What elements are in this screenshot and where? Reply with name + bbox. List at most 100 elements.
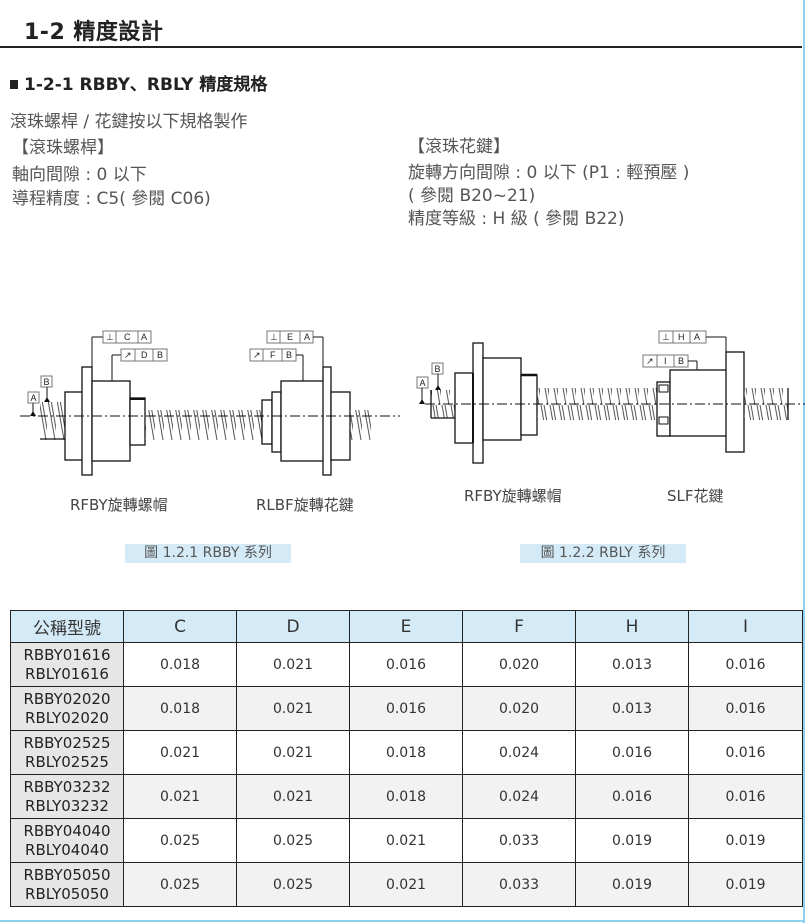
svg-text:B: B <box>157 350 163 360</box>
column-header: I <box>688 610 803 643</box>
title-divider <box>0 46 802 48</box>
svg-text:↗: ↗ <box>124 350 132 360</box>
section-heading: 1-2-1 RBBY、RBLY 精度規格 <box>10 70 267 95</box>
svg-text:↗: ↗ <box>253 350 261 360</box>
value-cell: 0.016 <box>688 730 803 775</box>
ball-spline-heading: 【滾珠花鍵】 <box>408 137 510 157</box>
svg-text:↗: ↗ <box>646 356 654 366</box>
figure-caption: 圖 1.2.2 RBLY 系列 <box>520 544 686 563</box>
svg-text:D: D <box>141 350 148 360</box>
value-cell: 0.021 <box>123 730 237 775</box>
value-cell: 0.021 <box>236 730 350 775</box>
ball-spline-spec: 【滾珠花鍵】 旋轉方向間隙 : 0 以下 (P1 : 輕預壓 ) ( 參閱 B2… <box>408 136 689 231</box>
svg-text:H: H <box>678 332 685 342</box>
value-cell: 0.016 <box>349 642 463 687</box>
value-cell: 0.018 <box>123 642 237 687</box>
value-cell: 0.021 <box>349 862 463 907</box>
value-cell: 0.016 <box>688 774 803 819</box>
svg-text:C: C <box>124 332 131 342</box>
ball-screw-line: 導程精度 : C5( 參閱 C06) <box>12 189 211 209</box>
value-cell: 0.016 <box>575 730 689 775</box>
value-cell: 0.025 <box>236 862 350 907</box>
value-cell: 0.021 <box>236 774 350 819</box>
ball-spline-line: ( 參閱 B20~21) <box>408 186 536 206</box>
rlbf-label: RLBF旋轉花鍵 <box>256 496 354 514</box>
column-header: D <box>236 610 350 643</box>
square-bullet-icon <box>10 80 18 89</box>
value-cell: 0.019 <box>575 862 689 907</box>
svg-text:A: A <box>694 332 700 342</box>
value-cell: 0.024 <box>462 774 576 819</box>
value-cell: 0.024 <box>462 730 576 775</box>
table-header-row: 公稱型號 C D E F H I <box>10 610 803 643</box>
value-cell: 0.019 <box>575 818 689 863</box>
column-header: H <box>575 610 689 643</box>
intro-text: 滾珠螺桿 / 花鍵按以下規格製作 <box>10 112 248 132</box>
svg-text:A: A <box>31 393 37 403</box>
page-frame-right-border <box>803 0 805 923</box>
figure-caption: 圖 1.2.1 RBBY 系列 <box>125 544 291 563</box>
column-header: C <box>123 610 237 643</box>
value-cell: 0.025 <box>236 818 350 863</box>
svg-text:⊥: ⊥ <box>270 332 278 342</box>
section-heading-text: 1-2-1 RBBY、RBLY 精度規格 <box>24 75 268 95</box>
column-header: F <box>462 610 576 643</box>
svg-text:E: E <box>287 332 293 342</box>
value-cell: 0.033 <box>462 818 576 863</box>
value-cell: 0.020 <box>462 642 576 687</box>
value-cell: 0.018 <box>123 686 237 731</box>
value-cell: 0.013 <box>575 686 689 731</box>
svg-text:B: B <box>44 377 50 387</box>
page-frame-bottom-border <box>0 920 805 922</box>
svg-text:A: A <box>420 378 426 388</box>
svg-text:B: B <box>435 364 441 374</box>
value-cell: 0.018 <box>349 730 463 775</box>
value-cell: 0.025 <box>123 818 237 863</box>
column-header: 公稱型號 <box>10 610 124 643</box>
value-cell: 0.016 <box>575 774 689 819</box>
column-header: E <box>349 610 463 643</box>
svg-text:B: B <box>286 350 292 360</box>
ball-spline-line: 旋轉方向間隙 : 0 以下 (P1 : 輕預壓 ) <box>408 163 690 183</box>
svg-text:A: A <box>141 332 147 342</box>
value-cell: 0.018 <box>349 774 463 819</box>
value-cell: 0.021 <box>236 642 350 687</box>
svg-text:⊥: ⊥ <box>106 332 114 342</box>
value-cell: 0.025 <box>123 862 237 907</box>
rfby-label: RFBY旋轉螺帽 <box>70 496 168 514</box>
slf-label: SLF花鍵 <box>667 487 724 505</box>
value-cell: 0.016 <box>688 686 803 731</box>
value-cell: 0.020 <box>462 686 576 731</box>
value-cell: 0.016 <box>349 686 463 731</box>
value-cell: 0.016 <box>688 642 803 687</box>
svg-text:I: I <box>664 356 667 366</box>
page-title: 1-2 精度設計 <box>24 20 164 45</box>
ball-screw-line: 軸向間隙 : 0 以下 <box>12 165 147 185</box>
ball-spline-line: 精度等級 : H 級 ( 參閱 B22) <box>408 209 625 229</box>
value-cell: 0.033 <box>462 862 576 907</box>
rfby-label-2: RFBY旋轉螺帽 <box>464 487 562 505</box>
svg-text:B: B <box>678 356 684 366</box>
value-cell: 0.013 <box>575 642 689 687</box>
value-cell: 0.019 <box>688 818 803 863</box>
svg-text:F: F <box>270 350 276 360</box>
ball-screw-heading: 【滾珠螺桿】 <box>12 138 114 158</box>
svg-text:A: A <box>304 332 310 342</box>
value-cell: 0.021 <box>349 818 463 863</box>
svg-text:⊥: ⊥ <box>662 332 670 342</box>
